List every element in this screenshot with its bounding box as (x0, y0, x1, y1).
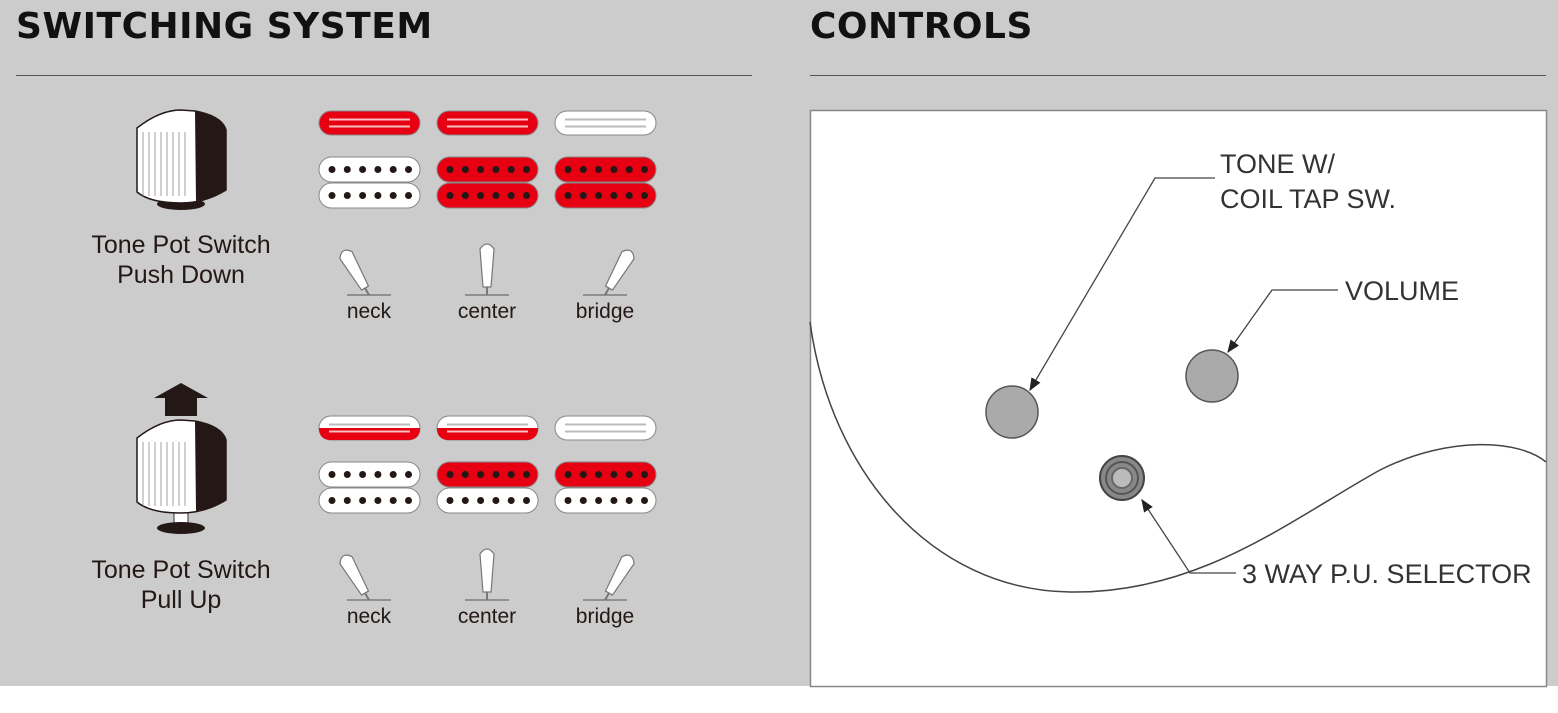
mode-label-line2: Push Down (117, 261, 245, 289)
controls-panel (809, 109, 1548, 688)
switching-system-heading: SWITCHING SYSTEM (16, 6, 433, 47)
tone-knob-icon (136, 419, 227, 534)
toggle-switch-left-icon (339, 554, 391, 601)
tone-knob-icon (985, 385, 1039, 439)
humbucker-pickup-icon (318, 156, 421, 209)
divider (16, 75, 752, 76)
humbucker-pickup-icon (318, 461, 421, 514)
volume-leader-line (1227, 289, 1338, 354)
single-coil-pickup-icon (318, 415, 421, 441)
mode-label-line2: Pull Up (141, 586, 222, 614)
tone-knob-icon (136, 109, 227, 210)
toggle-switch-right-icon (583, 554, 635, 601)
pickup-position-center: center (436, 110, 539, 323)
pickup-position-bridge: bridge (554, 110, 657, 323)
body-outline (809, 321, 1547, 593)
toggle-switch-right-icon (583, 249, 635, 296)
humbucker-pickup-icon (436, 156, 539, 209)
single-coil-pickup-icon (554, 110, 657, 136)
position-label: center (458, 300, 516, 323)
position-label: neck (347, 605, 392, 628)
selector-leader-line (1141, 498, 1236, 574)
toggle-switch-center-icon (465, 243, 509, 296)
single-coil-pickup-icon (436, 415, 539, 441)
selector-switch-icon (1099, 455, 1145, 501)
toggle-switch-left-icon (339, 249, 391, 296)
position-label: neck (347, 300, 392, 323)
pickup-position-center: center (436, 415, 539, 628)
position-label: bridge (576, 605, 634, 628)
pickup-position-neck: neck (318, 110, 421, 323)
volume-knob-icon (1185, 349, 1239, 403)
mode-label-line1: Tone Pot Switch (91, 231, 270, 259)
selector-label: 3 WAY P.U. SELECTOR (1242, 559, 1532, 589)
position-label: center (458, 605, 516, 628)
volume-label: VOLUME (1345, 276, 1459, 306)
mode-label-line1: Tone Pot Switch (91, 556, 270, 584)
single-coil-pickup-icon (436, 110, 539, 136)
humbucker-pickup-icon (436, 461, 539, 514)
single-coil-pickup-icon (554, 415, 657, 441)
divider (810, 75, 1546, 76)
pickup-position-bridge: bridge (554, 415, 657, 628)
tone-label-2: COIL TAP SW. (1220, 184, 1396, 214)
arrow-up-icon (154, 383, 208, 416)
humbucker-pickup-icon (554, 156, 657, 209)
pickup-position-neck: neck (318, 415, 421, 628)
humbucker-pickup-icon (554, 461, 657, 514)
tone-leader-line (1029, 177, 1215, 392)
controls-heading: CONTROLS (810, 6, 1033, 47)
tone-label: TONE W/ (1220, 149, 1335, 179)
toggle-switch-center-icon (465, 548, 509, 601)
controls-diagram: TONE W/ COIL TAP SW. VOLUME 3 WAY P.U. S… (809, 109, 1548, 688)
position-label: bridge (576, 300, 634, 323)
single-coil-pickup-icon (318, 110, 421, 136)
